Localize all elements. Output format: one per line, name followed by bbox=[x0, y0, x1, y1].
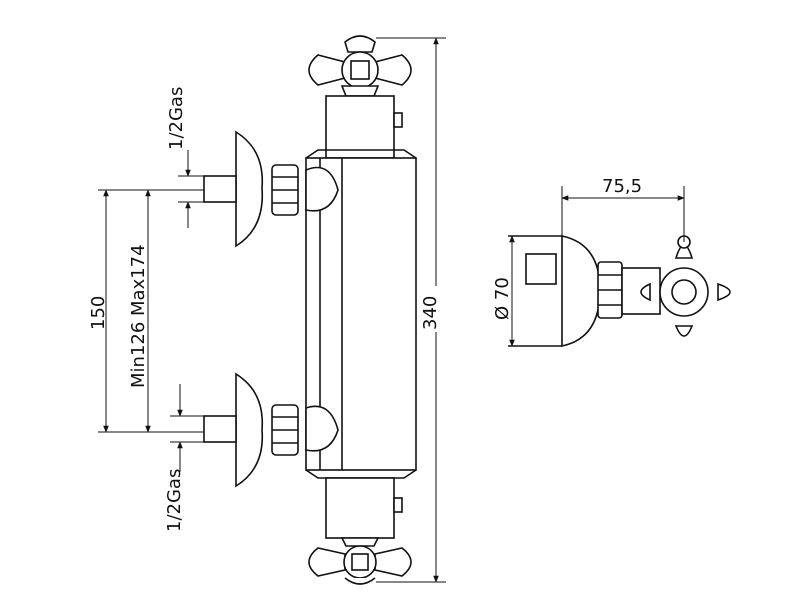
dim-diameter: Ø 70 bbox=[492, 235, 515, 347]
bottom-cross-handle bbox=[308, 537, 412, 585]
top-cap-nub bbox=[393, 112, 403, 128]
side-body bbox=[621, 267, 661, 315]
lower-inlet bbox=[203, 372, 339, 488]
height-label: 340 bbox=[420, 296, 441, 330]
depth-label: 75,5 bbox=[602, 176, 642, 197]
dim-depth: 75,5 bbox=[561, 176, 685, 242]
upper-inlet bbox=[203, 130, 339, 248]
top-end-cap bbox=[325, 95, 395, 159]
dim-gas-bottom: 1/2Gas bbox=[164, 384, 204, 532]
dim-gas-top: 1/2Gas bbox=[166, 87, 204, 228]
dim-centers: 150 Min126 Max174 bbox=[88, 189, 204, 433]
bottom-end-cap bbox=[325, 477, 395, 539]
front-view: 1/2Gas 1/2Gas 150 Min126 Max174 bbox=[88, 35, 446, 585]
gas-bottom-label: 1/2Gas bbox=[164, 469, 185, 532]
gas-top-label: 1/2Gas bbox=[166, 87, 187, 150]
centers-range-label: Min126 Max174 bbox=[128, 244, 149, 388]
dim-height: 340 bbox=[376, 37, 446, 583]
centers-nominal-label: 150 bbox=[88, 296, 109, 330]
top-cross-handle bbox=[308, 35, 412, 97]
side-cross-handle bbox=[640, 235, 731, 337]
side-view: 75,5 Ø 70 bbox=[492, 176, 731, 347]
side-flange bbox=[561, 235, 601, 347]
bottom-cap-nub bbox=[393, 497, 403, 513]
side-inlet-square bbox=[525, 253, 557, 285]
diameter-label: Ø 70 bbox=[492, 277, 513, 320]
